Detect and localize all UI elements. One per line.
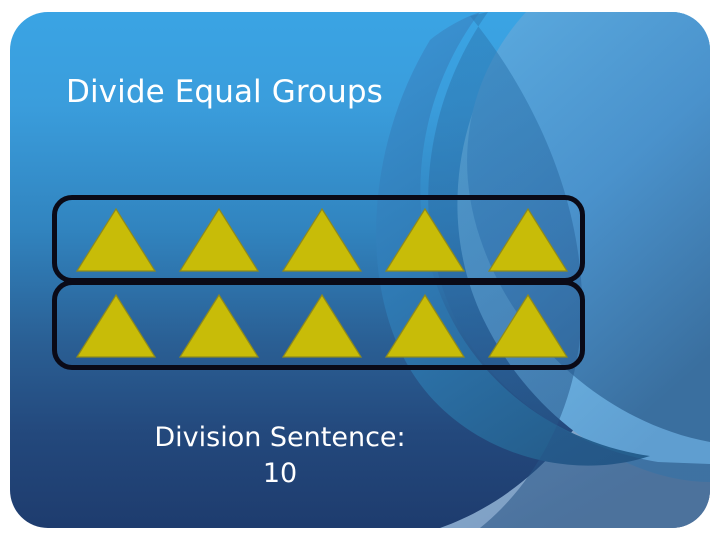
- triangle-icon: [178, 293, 260, 358]
- triangle-icon: [281, 207, 363, 272]
- slide-background-card: Divide Equal Groups: [10, 12, 710, 528]
- division-sentence-label: Division Sentence:: [154, 422, 406, 453]
- triangle-icon: [75, 293, 157, 358]
- triangle-icon: [487, 293, 569, 358]
- triangle-icon: [384, 293, 466, 358]
- triangle-icon: [75, 207, 157, 272]
- group-box-2: [52, 280, 585, 370]
- division-sentence-value: 10: [262, 458, 298, 490]
- page-title: Divide Equal Groups: [66, 74, 383, 110]
- triangle-icon: [384, 207, 466, 272]
- triangle-icon: [281, 293, 363, 358]
- triangle-icon: [178, 207, 260, 272]
- division-sentence: Division Sentence: 10: [50, 420, 510, 493]
- triangle-icon: [487, 207, 569, 272]
